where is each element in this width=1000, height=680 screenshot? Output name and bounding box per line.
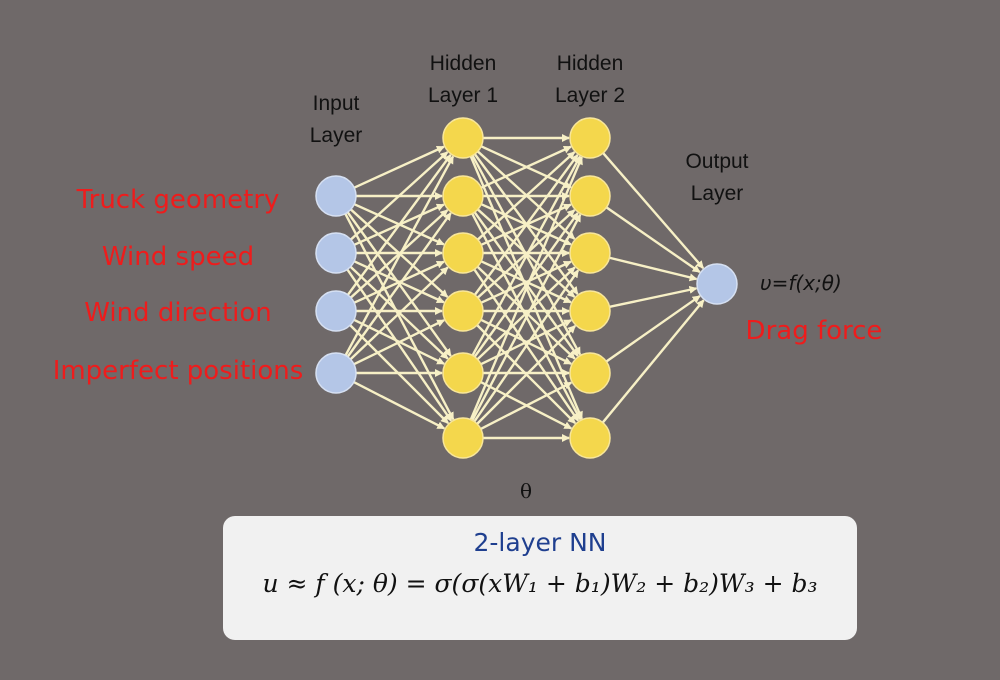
input-node-1 [315, 175, 357, 217]
network-nodes [315, 117, 738, 459]
input-layer-title-line1: Input [313, 92, 360, 115]
hidden1-node-1 [442, 117, 484, 159]
formula-equation: u ≈ f (x; θ) = σ(σ(xW₁ + b₁)W₂ + b₂)W₃ +… [262, 569, 818, 598]
hidden1-node-6 [442, 417, 484, 459]
edge-l1-5-1 [471, 213, 582, 421]
edge-l0-2-0 [346, 154, 452, 296]
edge-l0-1-0 [350, 151, 449, 241]
hidden1-node-4 [442, 290, 484, 332]
hidden2-node-1 [569, 117, 611, 159]
input-node-4 [315, 352, 357, 394]
edge-l0-3-0 [344, 155, 455, 356]
edge-l1-1-0 [480, 145, 572, 189]
edge-l1-5-3 [476, 325, 576, 425]
output-layer-title-line1: Output [685, 150, 748, 173]
hidden2-layer-title-line2: Layer 2 [555, 84, 625, 107]
edge-l0-3-5 [353, 381, 446, 430]
hidden2-node-2 [569, 175, 611, 217]
hidden1-layer-title-line1: Hidden [430, 52, 497, 75]
input-label-truck-geometry: Truck geometry [76, 185, 280, 215]
edge-l2-0-0 [602, 152, 705, 269]
edge-l0-3-3 [353, 319, 446, 366]
edge-l1-4-3 [480, 319, 573, 366]
output-node-1 [696, 263, 738, 305]
edge-l2-3-0 [609, 285, 698, 309]
connection-edges [344, 134, 705, 442]
edge-l1-3-0 [473, 154, 579, 296]
edge-l1-2-0 [477, 151, 576, 241]
hidden1-node-5 [442, 352, 484, 394]
edge-l0-2-2 [353, 260, 445, 304]
hidden2-node-4 [569, 290, 611, 332]
edge-l1-5-4 [480, 381, 573, 430]
edge-l1-5-0 [469, 156, 583, 421]
edge-l0-0-0 [353, 145, 445, 189]
input-label-imperfect-positions: Imperfect positions [53, 356, 304, 386]
formula-box-title: 2-layer NN [473, 528, 607, 557]
hidden1-node-3 [442, 232, 484, 274]
edge-l2-4-0 [605, 295, 701, 363]
input-label-wind-direction: Wind direction [84, 298, 272, 328]
input-label-wind-speed: Wind speed [102, 242, 254, 272]
edge-l0-0-5 [344, 213, 455, 421]
edge-l2-2-0 [609, 256, 698, 282]
formula-box: 2-layer NN u ≈ f (x; θ) = σ(σ(xW₁ + b₁)W… [223, 516, 857, 640]
input-node-2 [315, 232, 357, 274]
input-node-3 [315, 290, 357, 332]
output-label-drag-force: Drag force [746, 316, 883, 346]
output-equation: υ=f(x;θ) [760, 271, 842, 295]
theta-symbol: θ [520, 479, 532, 503]
hidden2-node-6 [569, 417, 611, 459]
edge-l1-3-2 [480, 260, 572, 304]
edge-l0-3-2 [349, 266, 449, 361]
input-layer-title-line2: Layer [310, 124, 363, 147]
edge-l1-5-2 [473, 269, 580, 423]
hidden2-node-5 [569, 352, 611, 394]
edge-l2-1-0 [605, 206, 701, 274]
hidden2-node-3 [569, 232, 611, 274]
hidden1-node-2 [442, 175, 484, 217]
edge-l0-1-5 [346, 268, 453, 422]
edge-l0-3-1 [346, 212, 452, 358]
edge-l2-5-0 [601, 299, 705, 424]
hidden2-layer-title-line1: Hidden [557, 52, 624, 75]
edge-l1-4-1 [473, 212, 579, 358]
output-layer-title-line2: Layer [691, 182, 744, 205]
edge-l1-4-0 [471, 155, 582, 356]
hidden1-layer-title-line2: Layer 1 [428, 84, 498, 107]
edge-l1-4-2 [476, 266, 576, 361]
